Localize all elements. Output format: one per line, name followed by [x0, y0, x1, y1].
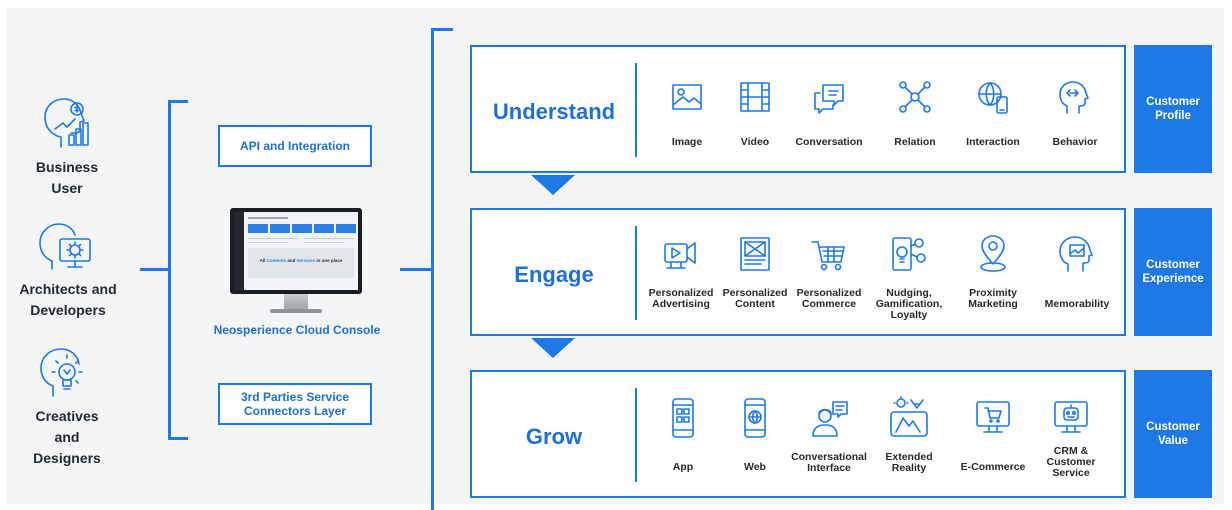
chat-icon: [814, 84, 844, 114]
ar-device-icon: [890, 396, 928, 437]
monitor-cart-icon: [976, 401, 1010, 433]
persona-bracket: [168, 100, 171, 440]
item-behavior: Behavior: [1036, 79, 1114, 148]
stage-divider: [635, 226, 637, 320]
persona-label: Business User: [35, 159, 99, 196]
item-nudging-gamification-loyalty: Nudging, Gamification, Loyalty: [870, 234, 948, 321]
film-icon: [740, 82, 770, 112]
assistant-icon: [812, 401, 848, 437]
monitor-bezel: All Contents and Services in one place: [230, 208, 362, 294]
phone-bulb-icon: [892, 237, 926, 271]
monitor-base: [270, 309, 322, 313]
stage-grow: Grow App Web Conversational Interface Ex…: [470, 370, 1126, 498]
outcome-customer-value: Customer Value: [1134, 370, 1212, 498]
item-web: Web: [716, 396, 794, 473]
persona-creatives-designers: Creatives and Designers: [2, 344, 132, 469]
stage-title: Grow: [525, 424, 583, 449]
network-icon: [899, 81, 931, 113]
flow-arrow-down: [531, 338, 575, 358]
head-arrows-icon: [1059, 81, 1089, 114]
cloud-console-label: Neosperience Cloud Console: [213, 323, 381, 337]
flow-arrow-down: [531, 175, 575, 195]
item-interaction: Interaction: [954, 79, 1032, 148]
persona-architects-developers: Architects and Developers: [8, 221, 128, 321]
stage-divider: [635, 388, 637, 482]
stage-engage: Engage Personalized Advertising Personal…: [470, 208, 1126, 336]
persona-label: Architects and Developers: [19, 281, 117, 318]
outcome-customer-profile: Customer Profile: [1134, 45, 1212, 173]
item-relation: Relation: [876, 79, 954, 148]
persona-bracket-bottom: [168, 437, 188, 440]
business-user-icon: [44, 98, 89, 148]
mobile-web-icon: [744, 398, 766, 438]
item-app: App: [644, 396, 722, 473]
item-personalized-content: Personalized Content: [716, 234, 794, 310]
stages-bracket: [431, 28, 434, 510]
monitor-neck: [284, 294, 308, 310]
item-personalized-advertising: Personalized Advertising: [642, 234, 720, 310]
stage-understand: Understand Image Video Conversation Rela…: [470, 45, 1126, 173]
persona-bracket-top: [168, 100, 188, 103]
head-image-icon: [1059, 236, 1093, 272]
mobile-app-icon: [672, 398, 694, 438]
globe-device-icon: [978, 82, 1008, 114]
developer-icon: [39, 223, 91, 270]
monitor-robot-icon: [1054, 401, 1088, 433]
image-icon: [672, 84, 702, 110]
item-proximity-marketing: Proximity Marketing: [954, 234, 1032, 310]
item-personalized-commerce: Personalized Commerce: [790, 234, 868, 310]
screen-caption: All Contents and Services in one place: [259, 258, 343, 263]
item-image: Image: [648, 79, 726, 148]
megaphone-icon: [664, 242, 696, 269]
content-icon: [740, 237, 770, 271]
stage-divider: [635, 63, 637, 157]
item-e-commerce: E-Commerce: [954, 396, 1032, 473]
item-extended-reality: Extended Reality: [870, 396, 948, 474]
api-integration-box: API and Integration: [218, 125, 372, 167]
connectors-layer-box: 3rd Parties Service Connectors Layer: [218, 383, 372, 425]
cloud-console-monitor: All Contents and Services in one place: [230, 208, 362, 316]
stage-title: Engage: [514, 262, 594, 287]
persona-label: Creatives and Designers: [33, 408, 101, 466]
cart-icon: [811, 241, 845, 271]
monitor-screen: All Contents and Services in one place: [234, 212, 358, 290]
persona-connector: [140, 268, 168, 271]
location-pin-icon: [980, 235, 1006, 272]
item-crm-customer-service: CRM & Customer Service: [1032, 396, 1110, 479]
designer-icon: [40, 348, 83, 397]
item-conversational-interface: Conversational Interface: [790, 396, 868, 474]
item-memorability: Memorability: [1038, 234, 1116, 310]
item-conversation: Conversation: [790, 79, 868, 148]
stages-bracket-top: [431, 28, 453, 31]
stage-title: Understand: [492, 99, 616, 124]
item-video: Video: [716, 79, 794, 148]
outcome-customer-experience: Customer Experience: [1134, 208, 1212, 336]
persona-business-user: Business User: [2, 95, 132, 199]
stages-connector: [400, 268, 434, 271]
